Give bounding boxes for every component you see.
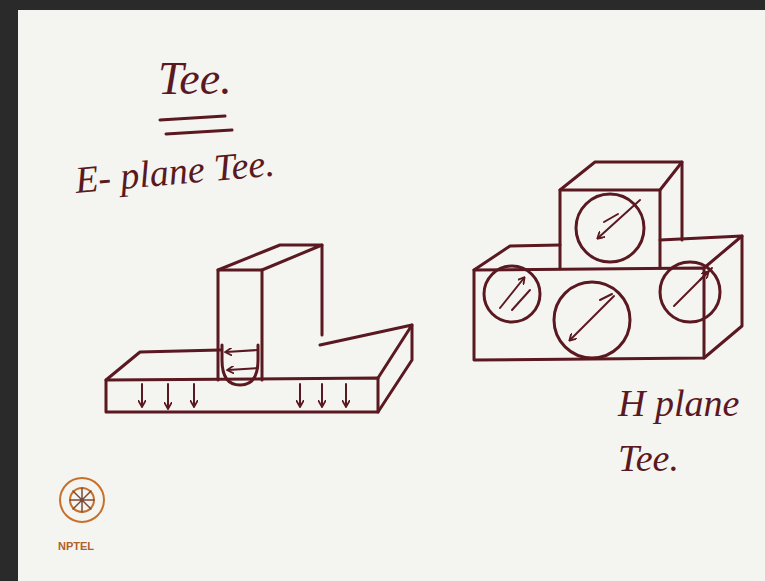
tee-label: H plane Tee. xyxy=(618,376,758,486)
whiteboard xyxy=(18,10,765,581)
title: Tee. xyxy=(158,52,232,105)
logo-text: NPTEL xyxy=(58,540,94,552)
